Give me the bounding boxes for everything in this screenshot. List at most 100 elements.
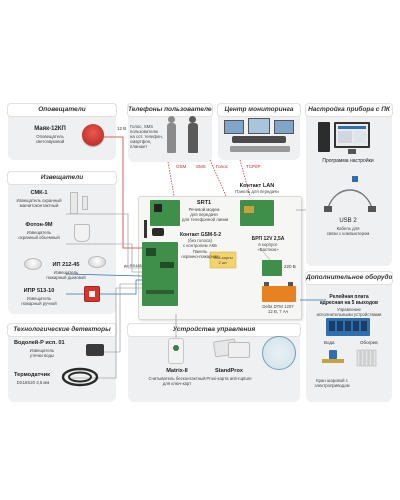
matrix-desc-2: для ключ-карт: [162, 381, 192, 386]
standprox-name: StandProx: [215, 368, 243, 374]
ipr-icon: [84, 286, 100, 302]
smk-desc-2: магнитоконтактный: [19, 203, 59, 208]
wire-smk: [66, 213, 142, 269]
matrix-reader-icon: [168, 338, 184, 364]
config-program-label: Программа настройки: [322, 158, 374, 164]
psu-desc-1: в корпусе: [258, 242, 278, 247]
vodolei-name: Водолей-Р исп. 01: [14, 340, 65, 346]
wire-12v-label: 12 В: [117, 126, 127, 131]
notifier-desc-1: Оповещатель: [36, 134, 64, 139]
gsm-kontakt-name-2: (без голоса): [188, 238, 212, 243]
vodolei-desc-2: утечки воды: [29, 353, 55, 358]
monitoring-screens: [224, 118, 294, 144]
panel-extra: Дополнительное оборудование: [306, 272, 392, 402]
voice-label: Голос: [216, 164, 228, 169]
sri1-desc-1: Речевой модем: [188, 207, 220, 212]
tcpip-label: TCP/IP: [246, 164, 261, 169]
wire-thermo: [70, 287, 142, 379]
psu-desc-2: «Бастион»: [257, 247, 279, 252]
thermo-name: Термодатчик: [14, 372, 50, 378]
gsm-kontakt-desc-1: Панель: [192, 249, 208, 254]
panel-control-title: Устройства управления: [128, 324, 300, 336]
pc-stand: [348, 149, 356, 154]
smk-name: СМК-1: [30, 190, 48, 196]
matrix-name: Matrix-II: [166, 368, 188, 374]
gsm-label: GSM: [176, 164, 187, 169]
relay-desc-1: Управление: [337, 307, 361, 312]
smk-icon: [70, 192, 78, 214]
smk-desc-1: Извещатель охранный: [16, 198, 62, 203]
relay-desc-2: исполнительными устройствами: [316, 312, 382, 317]
sim-label-1: SIM-карты: [213, 255, 233, 260]
sms-label: SMS: [196, 164, 206, 169]
smoke-detector-icon-2: [88, 256, 106, 268]
ipr-desc-1: Извещатель: [26, 296, 52, 301]
panel-extra-title: Дополнительное оборудование: [306, 272, 392, 284]
phones-desc-4: смартфон,: [130, 139, 152, 144]
battery-desc: 12 В, 7 Ач: [268, 309, 288, 314]
relay-name-2: адресная на 5 выходов: [319, 300, 379, 306]
smk-icon-magnet: [82, 196, 88, 210]
sim-card: [209, 251, 237, 269]
vodolei-desc-1: Извещатель: [29, 348, 55, 353]
gsm-antenna: [144, 220, 147, 238]
valve-desc-1: Кран шаровой с: [316, 378, 348, 383]
valve-icon: [322, 350, 344, 366]
standprox-desc: Proxi-карта anti-rupture: [206, 376, 252, 381]
wire-ipr: [66, 279, 142, 295]
ip-desc-1: Извещатель: [53, 270, 79, 275]
gsm-kontakt-name-1: Контакт GSM-5-2: [180, 232, 221, 238]
wire-vodolei: [104, 283, 142, 353]
monitoring-desk: [230, 146, 290, 152]
sri1-name: SRT1: [196, 200, 212, 206]
lan-desc-1: Панель для передачи: [235, 189, 279, 194]
ip-name: ИП 212-45: [52, 262, 80, 268]
usb-device-icon: [352, 176, 358, 182]
foton-icon: [74, 224, 90, 242]
rs485-label: до RS485: [124, 263, 142, 268]
ip-desc-2: пожарный дымовой: [46, 275, 86, 280]
config-usb-desc-1: Кабель для: [336, 226, 360, 231]
link-tcpip: [239, 159, 251, 197]
phones-desc-3: на сот. телефон,: [130, 134, 163, 139]
panel-notifiers-title: Оповещатели: [8, 104, 116, 116]
notifier-name: Маяк-12КП: [34, 126, 66, 132]
lan-name: Контакт LAN: [239, 183, 275, 189]
foton-desc-1: Извещатель: [26, 230, 52, 235]
phones-desc-1: Голос, SMS: [130, 124, 154, 129]
wire-foton: [66, 243, 142, 273]
battery: [262, 286, 296, 302]
notifier-device: [82, 124, 104, 146]
panel-detectors-title: Извещатели: [8, 172, 116, 184]
vodolei-icon: [86, 344, 104, 356]
smoke-detector-icon-1: [24, 258, 42, 270]
ipr-desc-2: пожарный ручной: [21, 301, 57, 306]
config-usb-desc-2: связи с компьютером: [326, 231, 370, 236]
ipr-name: ИПР 513-10: [23, 288, 55, 294]
link-gsm: [167, 161, 175, 197]
wire-220: [259, 247, 271, 261]
heating-label: Обогрев: [360, 340, 378, 345]
thermo-desc: DS18S20 3,5 мм: [16, 380, 50, 385]
sri1-desc-2: для передачи: [190, 212, 218, 217]
battery-label: Delta DTM 1207: [262, 304, 294, 309]
certificate-seal-icon: [262, 336, 296, 370]
psu-board: [262, 260, 282, 276]
relay-board-icon: [326, 318, 370, 336]
panel-config-title: Настройка прибора с ПК: [306, 104, 392, 116]
usb-cable-icon: [322, 180, 378, 214]
panel-phones-title: Телефоны пользователей: [128, 104, 212, 116]
radiator-icon: [356, 348, 378, 368]
panel-tech: Технологические детекторы: [8, 324, 116, 402]
valve-desc-2: электроприводом: [314, 383, 350, 388]
link-voice: [209, 159, 227, 197]
gsm-kontakt-name-3: с контролем АКБ: [183, 243, 217, 248]
phones-desc-5: планшет: [130, 144, 148, 149]
panel-tech-title: Технологические детекторы: [8, 324, 116, 336]
wire-ip: [65, 273, 143, 277]
sri1-desc-3: для телефонной линии: [182, 217, 229, 222]
phones-desc-2: пользователю: [130, 129, 159, 134]
person-icon-1: [167, 116, 176, 154]
